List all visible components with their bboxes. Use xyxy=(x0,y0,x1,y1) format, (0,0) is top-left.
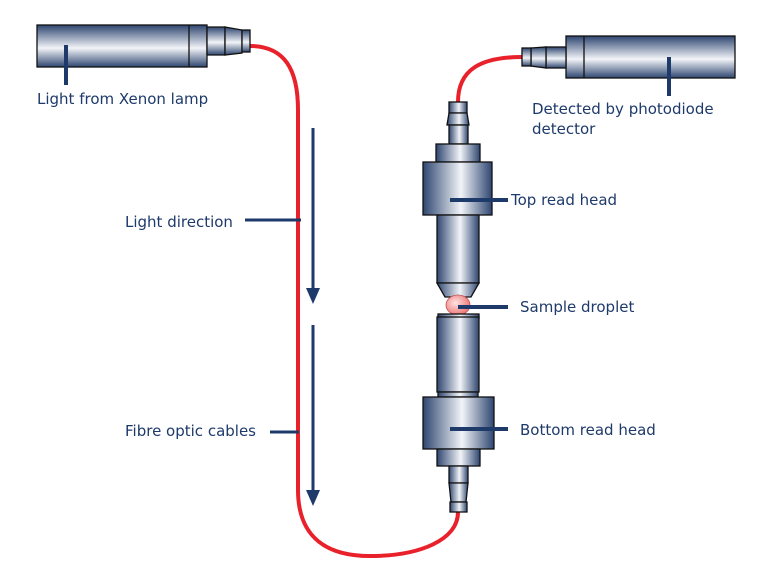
lamp-label: Light from Xenon lamp xyxy=(37,90,208,108)
light-direction-arrow-1 xyxy=(306,128,320,304)
top-read-head-assembly xyxy=(422,101,493,298)
bottom-read-head xyxy=(422,396,495,450)
detector-label-line1: Detected by photodiode xyxy=(532,100,714,118)
fibre-optic-cable xyxy=(249,44,460,559)
droplet-label: Sample droplet xyxy=(520,298,634,316)
light-direction-arrow-2 xyxy=(306,325,320,506)
detector-label-line2: detector xyxy=(532,120,596,138)
photodiode-detector xyxy=(521,35,736,79)
light-direction-label: Light direction xyxy=(125,213,233,231)
fibre-label: Fibre optic cables xyxy=(125,422,256,440)
bottom-read-head-assembly xyxy=(422,313,495,513)
bottom-head-label: Bottom read head xyxy=(520,421,656,439)
top-read-head xyxy=(422,161,493,216)
fibre-optic-cable-top xyxy=(456,55,523,103)
xenon-lamp xyxy=(36,24,251,68)
top-head-label: Top read head xyxy=(510,191,617,209)
